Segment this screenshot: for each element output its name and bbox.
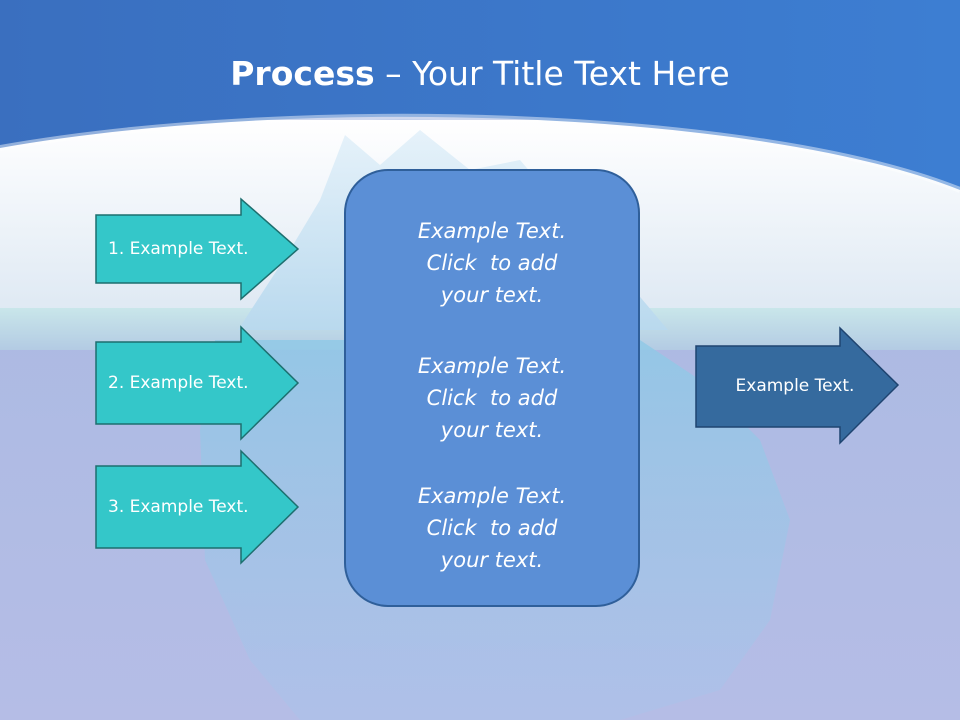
input-arrow-1[interactable]: 1. Example Text. bbox=[95, 197, 300, 301]
title-rest-part: – Your Title Text Here bbox=[374, 54, 730, 93]
center-process-box[interactable]: Example Text. Click to add your text. Ex… bbox=[344, 169, 640, 607]
input-arrow-1-label: 1. Example Text. bbox=[108, 239, 249, 259]
input-arrow-2[interactable]: 2. Example Text. bbox=[95, 325, 300, 441]
center-text-block-2: Example Text. Click to add your text. bbox=[417, 354, 567, 442]
input-arrow-3[interactable]: 3. Example Text. bbox=[95, 449, 300, 565]
center-text-block-3: Example Text. Click to add your text. bbox=[417, 484, 567, 572]
output-arrow[interactable]: Example Text. bbox=[695, 326, 900, 445]
output-arrow-label: Example Text. bbox=[735, 375, 855, 396]
input-arrow-2-label: 2. Example Text. bbox=[108, 373, 249, 393]
center-text-block-1: Example Text. Click to add your text. bbox=[417, 219, 567, 307]
input-arrow-3-label: 3. Example Text. bbox=[108, 497, 249, 517]
title-bold-part: Process bbox=[230, 54, 375, 93]
slide-title[interactable]: Process – Your Title Text Here bbox=[0, 50, 960, 98]
title-banner bbox=[0, 0, 960, 190]
